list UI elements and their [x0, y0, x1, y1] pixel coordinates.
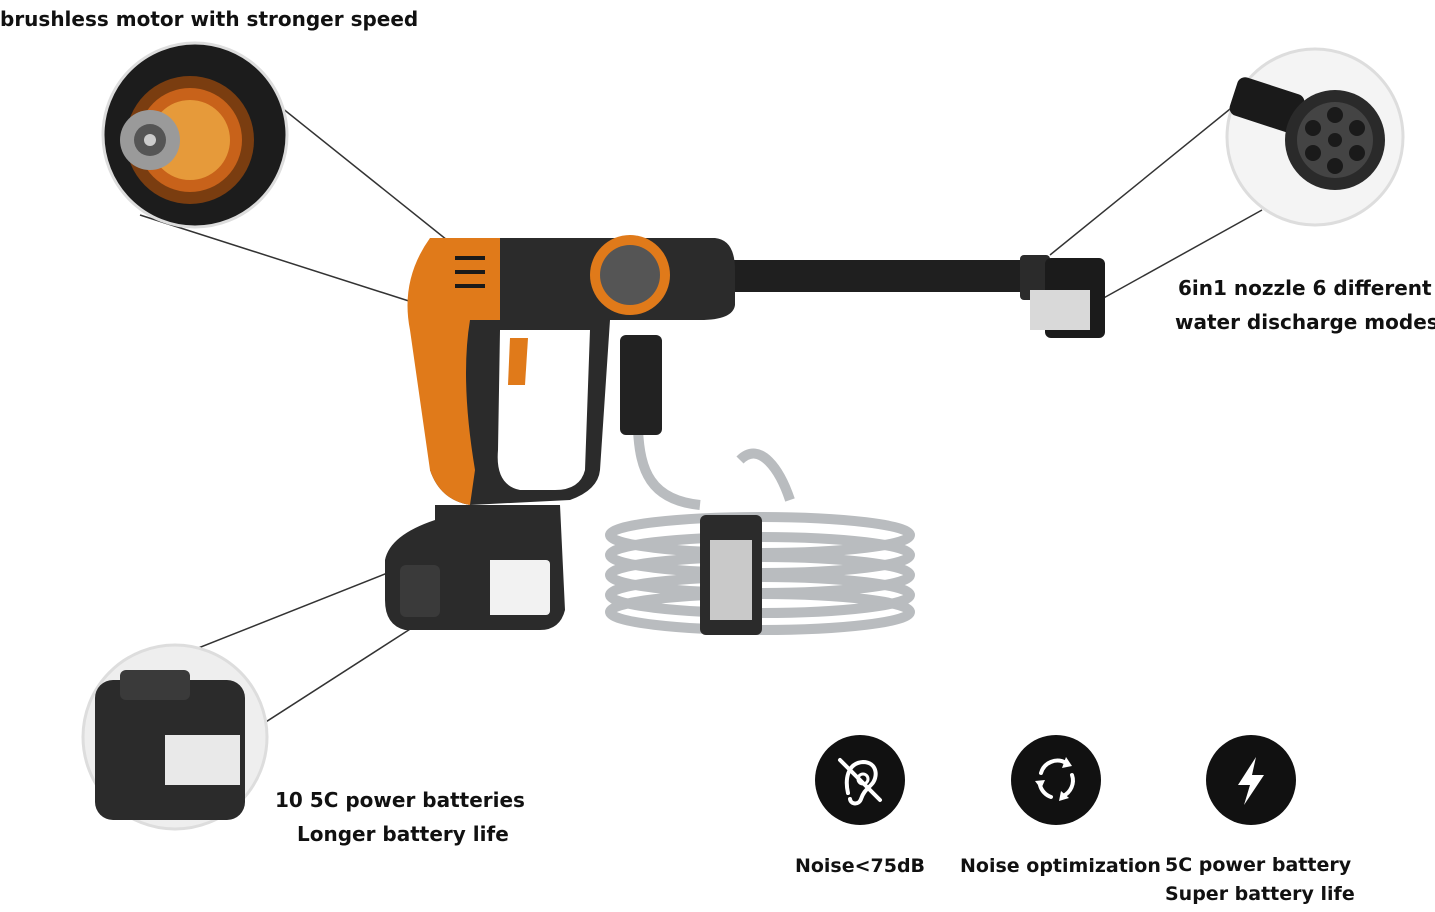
- washer-gun: [385, 235, 1105, 630]
- feature-label-noise: Noise<75dB: [794, 855, 926, 877]
- noise-off-icon: [815, 735, 905, 825]
- hose-connector: [620, 335, 662, 435]
- cycle-icon: [1011, 735, 1101, 825]
- nozzle-inset: [1225, 47, 1405, 227]
- lightning-icon: [1206, 735, 1296, 825]
- feature-label-battery-line1: 5C power battery: [1165, 854, 1352, 876]
- feature-label-optimization: Noise optimization: [960, 855, 1161, 877]
- battery-callout-line1: 10 5C power batteries: [275, 788, 525, 812]
- feature-label-battery-line2: Super battery life: [1165, 883, 1355, 905]
- motor-inset: [101, 41, 289, 229]
- battery-callout-line2: Longer battery life: [297, 822, 509, 846]
- battery-inset: [81, 643, 269, 831]
- motor-callout: brushless motor with stronger speed: [0, 7, 419, 31]
- nozzle-callout-line2: water discharge modes: [1175, 310, 1435, 334]
- nozzle-callout-line1: 6in1 nozzle 6 different: [1178, 276, 1432, 300]
- callout-lines: [139, 91, 1263, 746]
